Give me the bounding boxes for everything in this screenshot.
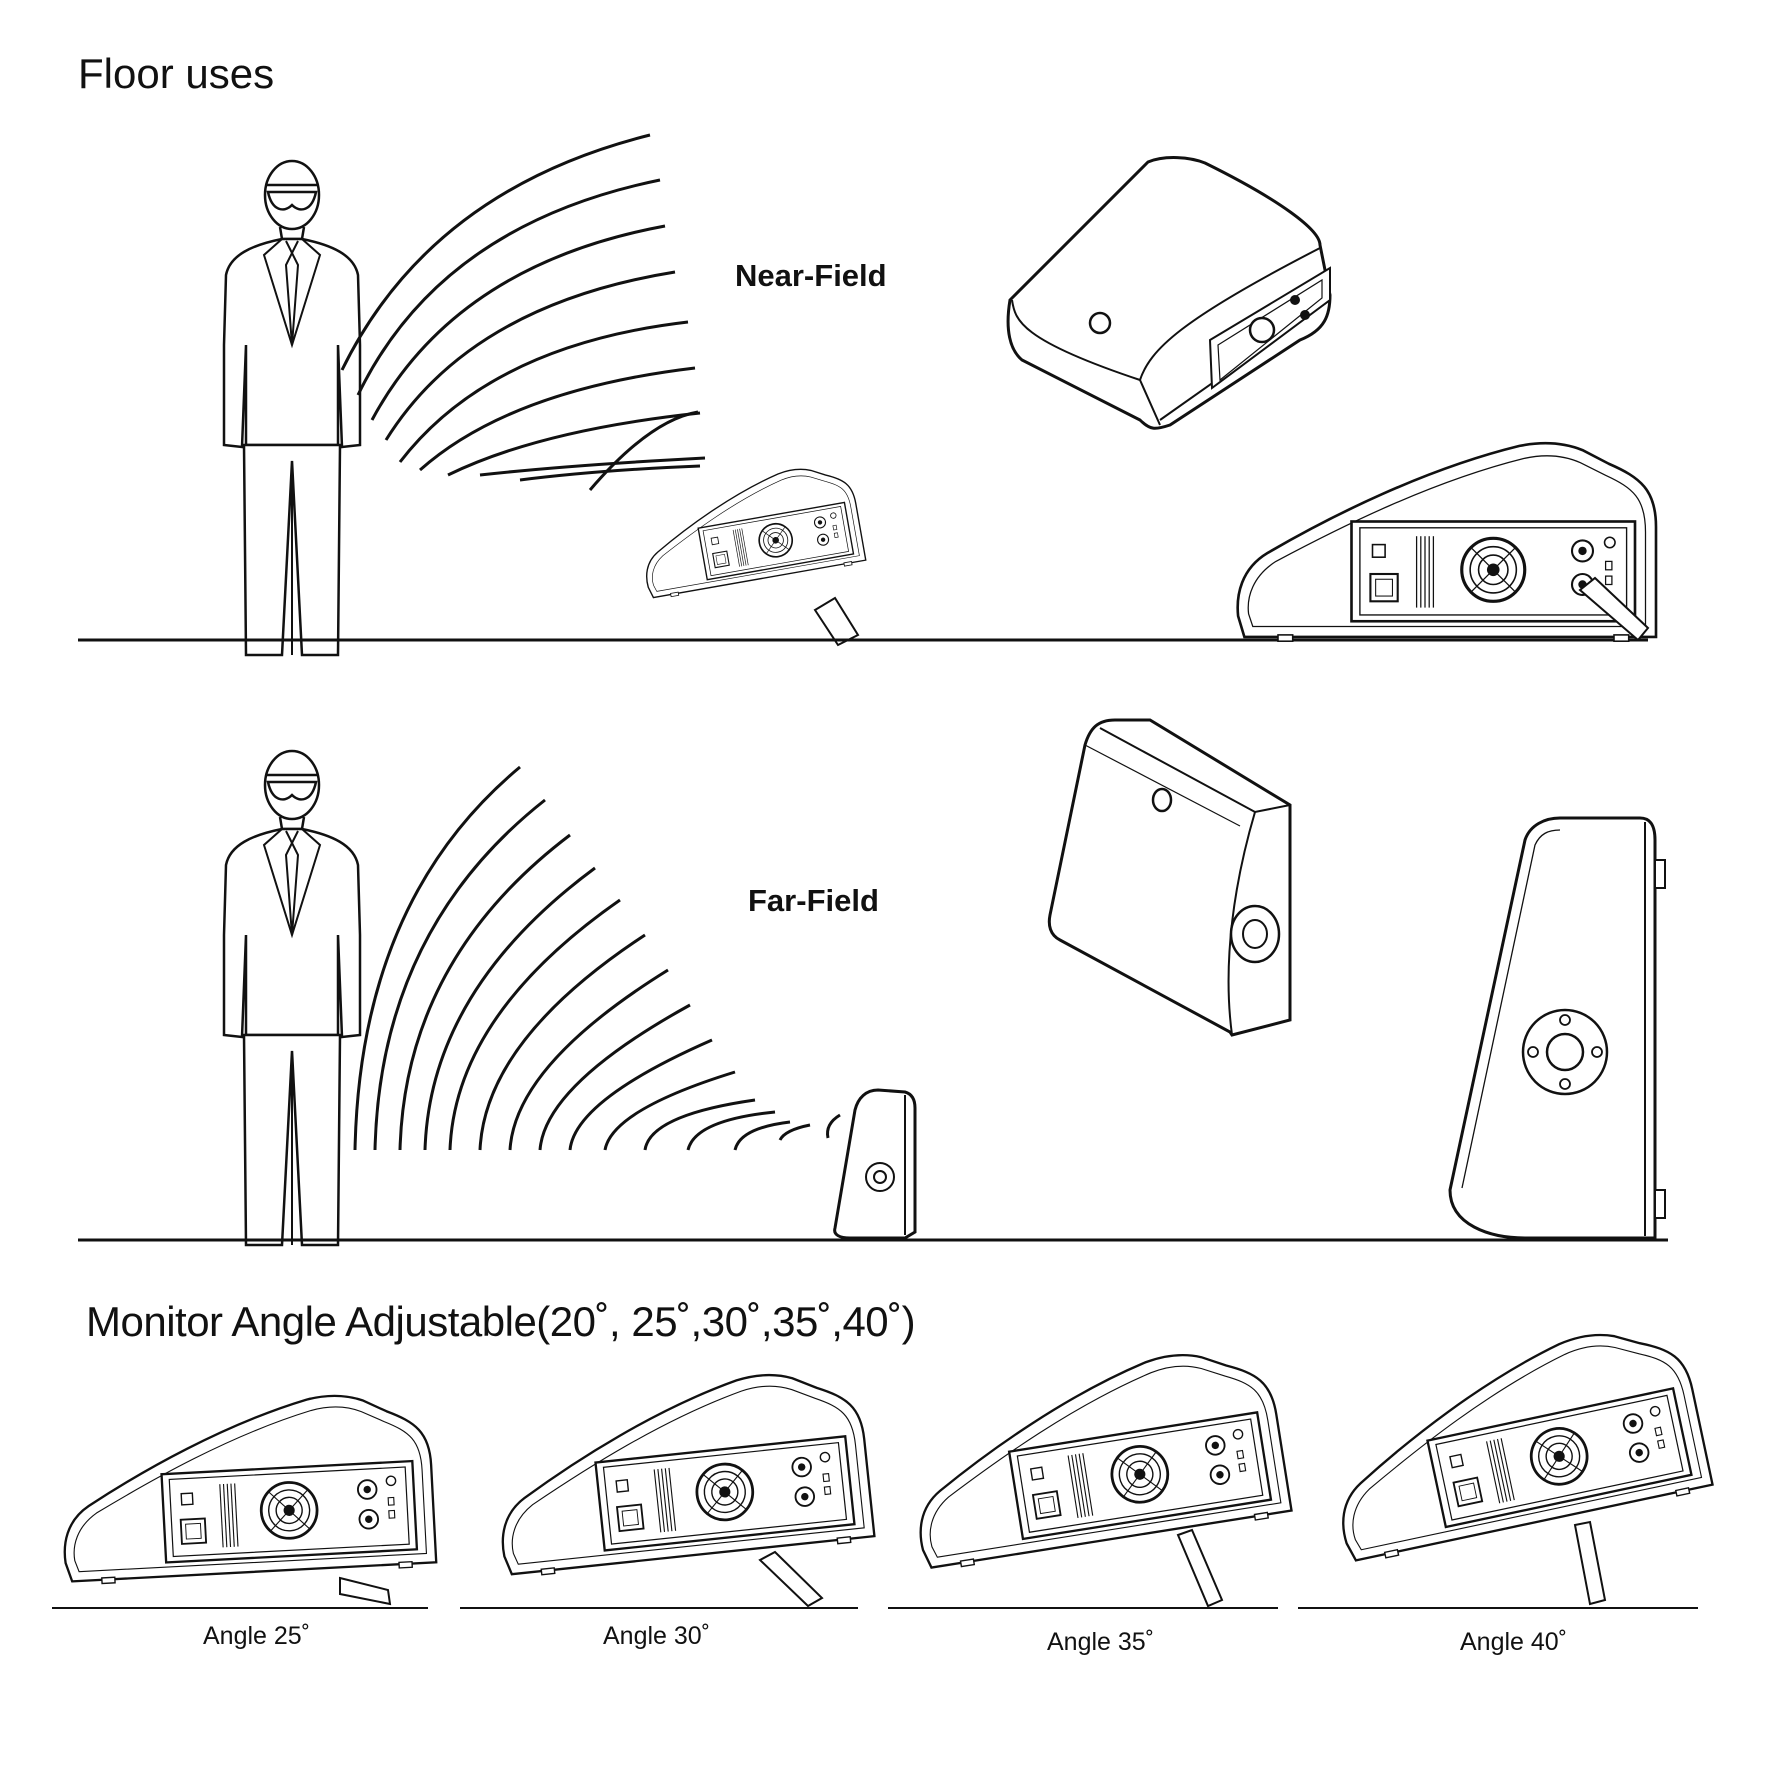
angle-caption-40: Angle 40˚ — [1460, 1628, 1568, 1656]
angle-example-25 — [52, 1389, 438, 1609]
angle-caption-25: Angle 25˚ — [203, 1622, 311, 1650]
sound-waves-near — [340, 133, 706, 491]
monitor-near-field-small — [631, 459, 867, 602]
monitor-side-large-near — [1236, 441, 1658, 643]
far-field-scene — [78, 718, 1668, 1247]
engineer-figure-far — [222, 749, 362, 1247]
sound-waves-far — [353, 765, 841, 1151]
angle-caption-30: Angle 30˚ — [603, 1622, 711, 1650]
angle-example-30 — [460, 1363, 877, 1609]
kickstand-large — [1578, 576, 1650, 642]
floor-uses-title: Floor uses — [78, 50, 275, 97]
monitor-upright-large — [1448, 816, 1666, 1240]
engineer-figure-near — [222, 159, 362, 657]
angle-examples — [52, 1315, 1715, 1609]
angle-caption-35: Angle 35˚ — [1047, 1628, 1155, 1656]
angle-example-35 — [888, 1339, 1294, 1609]
near-field-scene — [78, 133, 1658, 657]
monitor-3d-far — [1047, 718, 1292, 1037]
monitor-upright-small — [833, 1088, 917, 1240]
near-field-label: Near-Field — [735, 258, 887, 293]
monitor-3d-near — [1006, 156, 1332, 430]
angle-example-40 — [1298, 1315, 1715, 1609]
angle-adjustable-title: Monitor Angle Adjustable(20˚, 25˚,30˚,35… — [86, 1298, 916, 1345]
far-field-label: Far-Field — [748, 883, 879, 918]
kickstand-small — [813, 596, 860, 647]
